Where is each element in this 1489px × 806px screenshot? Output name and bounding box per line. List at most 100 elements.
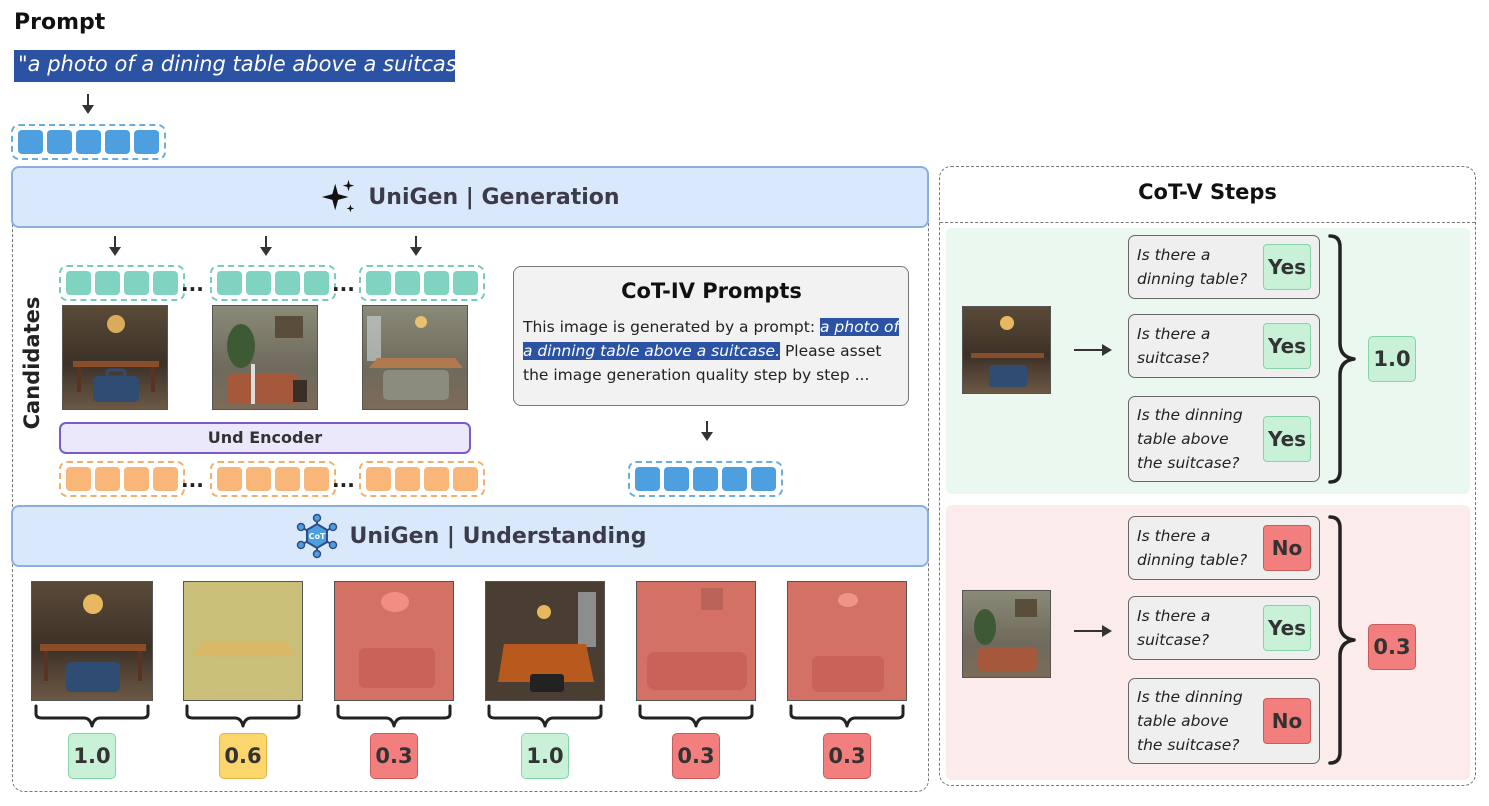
und-token [66,467,91,491]
candidate-image-2 [212,305,318,410]
cot-iv-token [693,467,718,491]
cot-v-image-1 [962,306,1051,394]
ellipsis: ... [181,272,204,296]
cot-iv-token [635,467,660,491]
answer-badge: Yes [1263,605,1311,651]
cot-network-icon: CoT [296,513,337,559]
result-score-6: 0.3 [823,733,871,779]
cot-v-score-2: 0.3 [1368,624,1416,670]
cot-v-image-2 [962,590,1051,678]
cot-iv-text: This image is generated by a prompt: a p… [523,315,900,387]
cot-iv-arrow [701,421,713,441]
und-token [124,467,149,491]
answer-badge: No [1263,525,1311,571]
candidate-image-1 [62,305,168,410]
prompt-text: "a photo of a dining table above a suitc… [14,50,455,82]
candidate-image-3 [362,305,468,410]
prompt-arrow [82,94,94,114]
und-token [366,467,391,491]
cot-iv-token [722,467,747,491]
und-token [246,467,271,491]
cot-v-question: Is the dinning table above the suitcase?… [1128,396,1320,482]
gen-token [246,271,271,295]
gen-token-group-2 [210,265,336,301]
cot-v-question: Is there a suitcase? Yes [1128,314,1320,378]
result-score-4: 1.0 [521,733,569,779]
ellipsis: ... [332,272,355,296]
gen-token [275,271,300,295]
cot-iv-text-after: Please asset the image generation qualit… [523,342,882,384]
candidates-label-wrap: Candidates [2,296,62,429]
gen-token [153,271,178,295]
cot-icon-text: CoT [308,532,325,541]
gen-token [424,271,449,295]
cot-v-panel [939,166,1476,786]
prompt-token [18,130,43,154]
question-text: Is there a dinning table? [1137,246,1248,288]
prompt-token-group [11,124,166,160]
und-token [424,467,449,491]
question-text: Is there a suitcase? [1137,325,1211,367]
prompt-title: Prompt [14,10,106,35]
answer-badge: Yes [1263,244,1311,290]
result-image-6 [787,581,907,701]
cot-iv-token [751,467,776,491]
cot-iv-text-before: This image is generated by a prompt: [523,318,820,336]
cot-iv-token-group [628,461,783,497]
gen-arrow-3 [410,236,422,256]
cot-iv-token [664,467,689,491]
cot-v-question: Is there a suitcase? Yes [1128,596,1320,660]
generation-label: UniGen | Generation [368,184,620,210]
result-image-2 [183,581,303,701]
result-image-4 [485,581,605,701]
result-image-1 [31,581,153,701]
answer-badge: Yes [1263,323,1311,369]
result-image-3 [334,581,454,701]
sparkle-icon [322,179,355,213]
answer-badge: No [1263,698,1311,744]
gen-token [366,271,391,295]
cot-v-question: Is there a dinning table? Yes [1128,235,1320,299]
gen-token [453,271,478,295]
result-score-2: 0.6 [219,733,267,779]
cot-iv-prompt-box: CoT-IV Prompts This image is generated b… [513,266,909,406]
gen-token [304,271,329,295]
ellipsis: ... [332,468,355,492]
generation-bar: UniGen | Generation [11,166,929,228]
prompt-token [105,130,130,154]
question-text: Is the dinning table above the suitcase? [1137,406,1243,472]
und-token-group-1 [59,461,185,497]
cot-v-separator [940,222,1475,223]
gen-arrow-1 [109,236,121,256]
cot-v-title: CoT-V Steps [1138,180,1277,204]
und-encoder: Und Encoder [59,422,471,454]
gen-token-group-3 [359,265,485,301]
understanding-bar: CoT UniGen | Understanding [11,505,929,567]
gen-token [124,271,149,295]
cot-v-score-1: 1.0 [1368,336,1416,382]
cot-v-brace-1 [1328,234,1356,484]
result-score-1: 1.0 [68,733,116,779]
question-text: Is the dinning table above the suitcase? [1137,688,1243,754]
cot-iv-title: CoT-IV Prompts [621,279,802,303]
gen-token [217,271,242,295]
und-token [304,467,329,491]
und-token [395,467,420,491]
prompt-token [76,130,101,154]
understanding-label: UniGen | Understanding [349,523,647,549]
result-score-3: 0.3 [370,733,418,779]
und-token [95,467,120,491]
gen-token [66,271,91,295]
gen-arrow-2 [260,236,272,256]
candidates-label: Candidates [20,296,44,429]
cot-v-arrow-2 [1074,625,1112,637]
gen-token [395,271,420,295]
cot-v-question: Is there a dinning table? No [1128,516,1320,580]
prompt-token [47,130,72,154]
result-score-5: 0.3 [672,733,720,779]
gen-token [95,271,120,295]
cot-v-arrow-1 [1074,344,1112,356]
und-token [217,467,242,491]
answer-badge: Yes [1263,416,1311,462]
ellipsis: ... [181,468,204,492]
